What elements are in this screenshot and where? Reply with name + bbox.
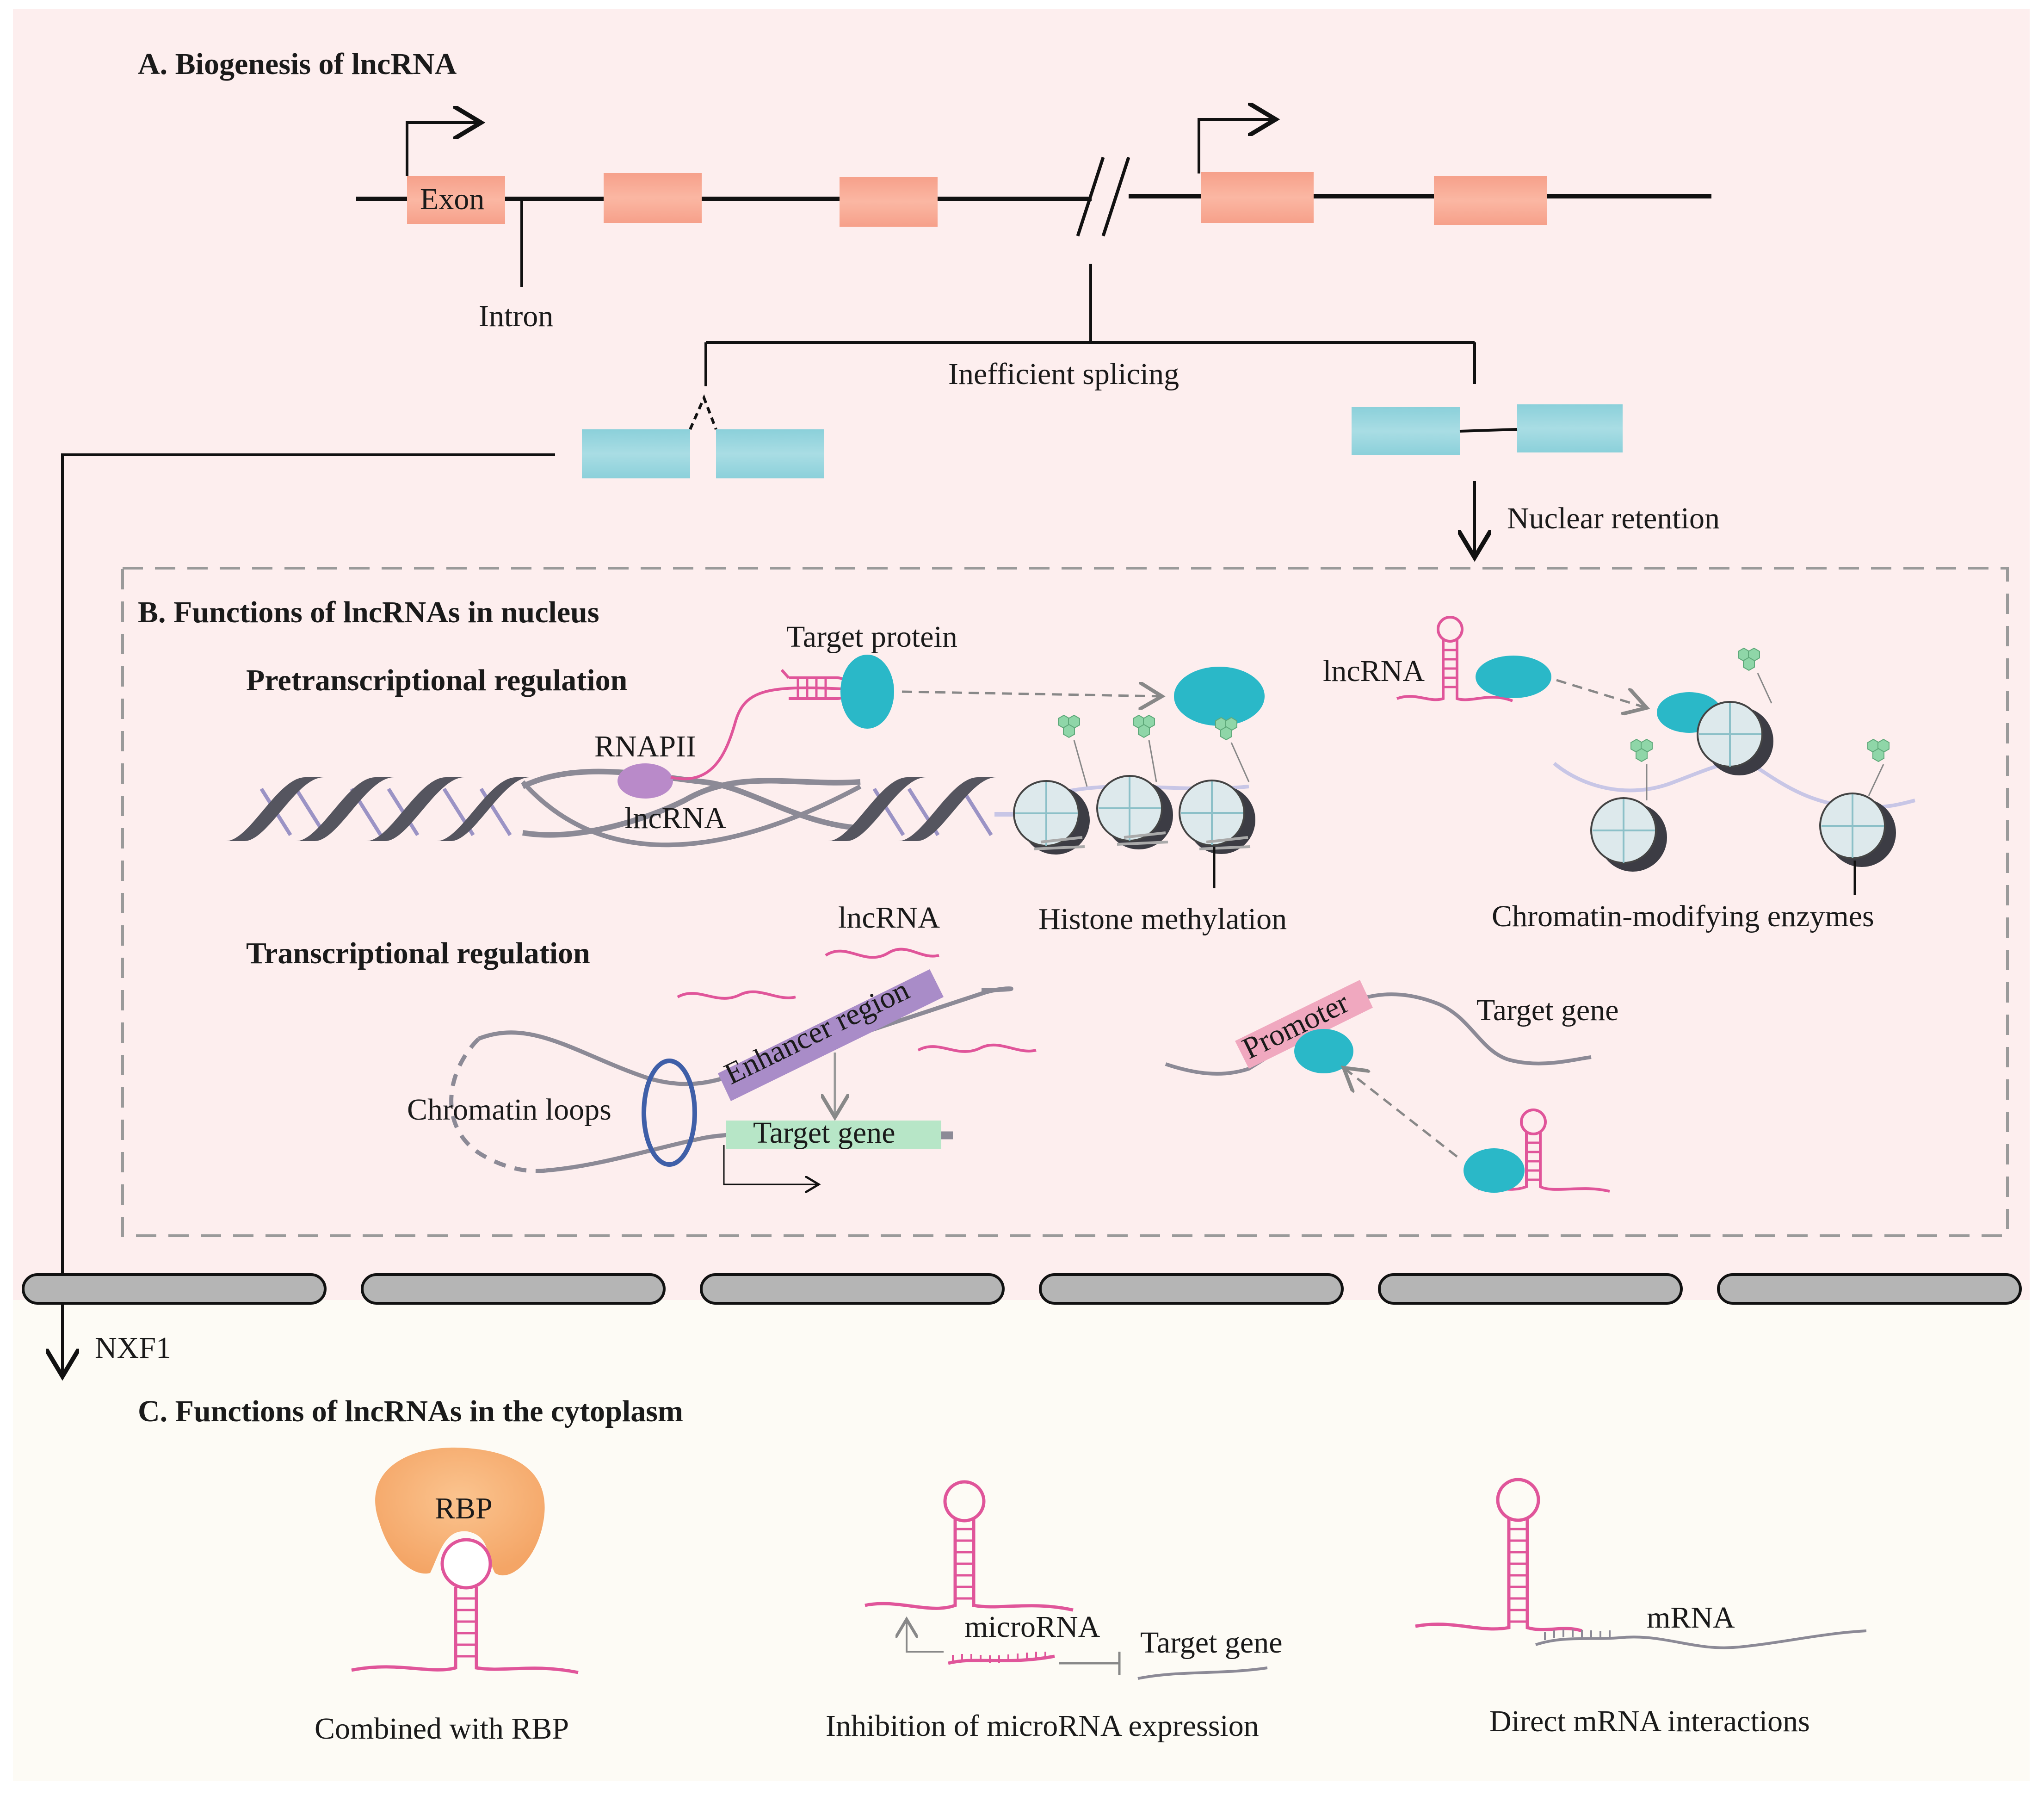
promoter-box — [1235, 980, 1373, 1069]
nucleosome-5 — [1590, 797, 1667, 872]
rbp-caption: Combined with RBP — [315, 1712, 569, 1746]
splicing-bracket — [704, 264, 1476, 386]
nucleus-function-box — [121, 567, 2009, 1237]
lncrna-dna-label: lncRNA — [624, 801, 726, 835]
target-protein-bound — [1174, 667, 1265, 726]
membrane-segment-6 — [1717, 1273, 2022, 1305]
retention-label: Nuclear retention — [1507, 502, 1720, 535]
target-gene-right-label: Target gene — [1476, 993, 1619, 1027]
membrane-segment-4 — [1039, 1273, 1344, 1305]
nxf1-label: NXF1 — [95, 1331, 171, 1365]
lncrna-fragment-3 — [917, 1043, 1037, 1053]
cytoplasm-background — [13, 1300, 2030, 1781]
membrane-segment-1 — [22, 1273, 327, 1305]
gene-locus — [356, 119, 1711, 287]
membrane-segment-5 — [1378, 1273, 1683, 1305]
methyl-groups-right — [1630, 647, 1890, 800]
promoter-free-protein — [1464, 1148, 1525, 1193]
rbp-label: RBP — [435, 1492, 493, 1525]
rnapii-label: RNAPII — [594, 730, 696, 763]
exon-3 — [840, 177, 938, 227]
lncrna-stemloop-right — [1396, 616, 1513, 702]
lncrna-trans-label: lncRNA — [838, 901, 940, 935]
methyl-groups-left — [1058, 714, 1250, 787]
section-b-title: B. Functions of lncRNAs in nucleus — [138, 595, 599, 629]
transcriptional-title: Transcriptional regulation — [246, 936, 590, 970]
nucleosome-1 — [1013, 780, 1090, 855]
lncrna-fragment-1 — [825, 948, 939, 959]
membrane-segment-3 — [700, 1273, 1005, 1305]
nucleosome-3 — [1179, 780, 1255, 854]
target-gene-box — [726, 1121, 941, 1149]
promoter-recruit-arrow — [1344, 1068, 1458, 1158]
chromatin-enzymes-label: Chromatin-modifying enzymes — [1492, 899, 1874, 933]
exon-5 — [1434, 176, 1547, 225]
enzyme-bound — [1476, 656, 1551, 698]
nucleosome-4 — [1697, 701, 1773, 775]
retained-lncrna-right — [1352, 404, 1623, 455]
section-a-title: A. Biogenesis of lncRNA — [138, 47, 457, 81]
mrna-interaction — [1415, 1478, 1867, 1649]
nxf1-export-arrow — [62, 453, 555, 1376]
nucleosomes-left — [1012, 775, 1255, 888]
dna-helix — [226, 768, 1022, 848]
target-protein-label: Target protein — [786, 620, 957, 654]
exon-label: Exon — [420, 182, 484, 216]
nascent-lncrna — [670, 686, 852, 780]
target-gene-label: Target gene — [753, 1116, 895, 1150]
spliced-lncrna-left — [582, 394, 824, 478]
mrna-label: mRNA — [1647, 1601, 1735, 1635]
exon-2 — [604, 173, 702, 223]
exon-4 — [1201, 172, 1314, 223]
rnapii — [618, 763, 673, 799]
splicing-label: Inefficient splicing — [948, 357, 1179, 391]
nucleosome-6 — [1819, 793, 1896, 867]
protein-move-arrow — [902, 692, 1162, 696]
histone-methylation-label: Histone methylation — [1038, 902, 1287, 936]
nucleus-background — [13, 9, 2030, 1300]
tss-arrow-small — [723, 1145, 819, 1184]
enhancer-region — [718, 969, 944, 1101]
section-c-title: C. Functions of lncRNAs in the cytoplasm — [138, 1394, 683, 1428]
mrna-caption: Direct mRNA interactions — [1489, 1704, 1810, 1738]
target-protein — [840, 655, 894, 729]
lncrna-right-label: lncRNA — [1323, 654, 1425, 688]
rbp-complex — [351, 1447, 579, 1674]
membrane-segment-2 — [361, 1273, 666, 1305]
intron-label: Intron — [479, 299, 553, 333]
microrna-sponge — [865, 1480, 1268, 1680]
target-gene-strand — [1165, 992, 1592, 1076]
promoter-bound-protein — [1294, 1029, 1353, 1073]
lncrna-fragment-2 — [677, 990, 796, 1000]
mirna-target-gene-label: Target gene — [1140, 1626, 1283, 1660]
exon-1 — [407, 176, 505, 224]
mirna-caption: Inhibition of microRNA expression — [826, 1709, 1259, 1743]
nucleosomes-right — [1553, 701, 1915, 895]
nucleosome-2 — [1096, 775, 1173, 849]
pretranscriptional-title: Pretranscriptional regulation — [246, 663, 627, 697]
nuclear-membrane — [22, 1273, 2022, 1305]
microrna-label: microRNA — [964, 1610, 1100, 1644]
chromatin-loops-label: Chromatin loops — [407, 1093, 611, 1127]
